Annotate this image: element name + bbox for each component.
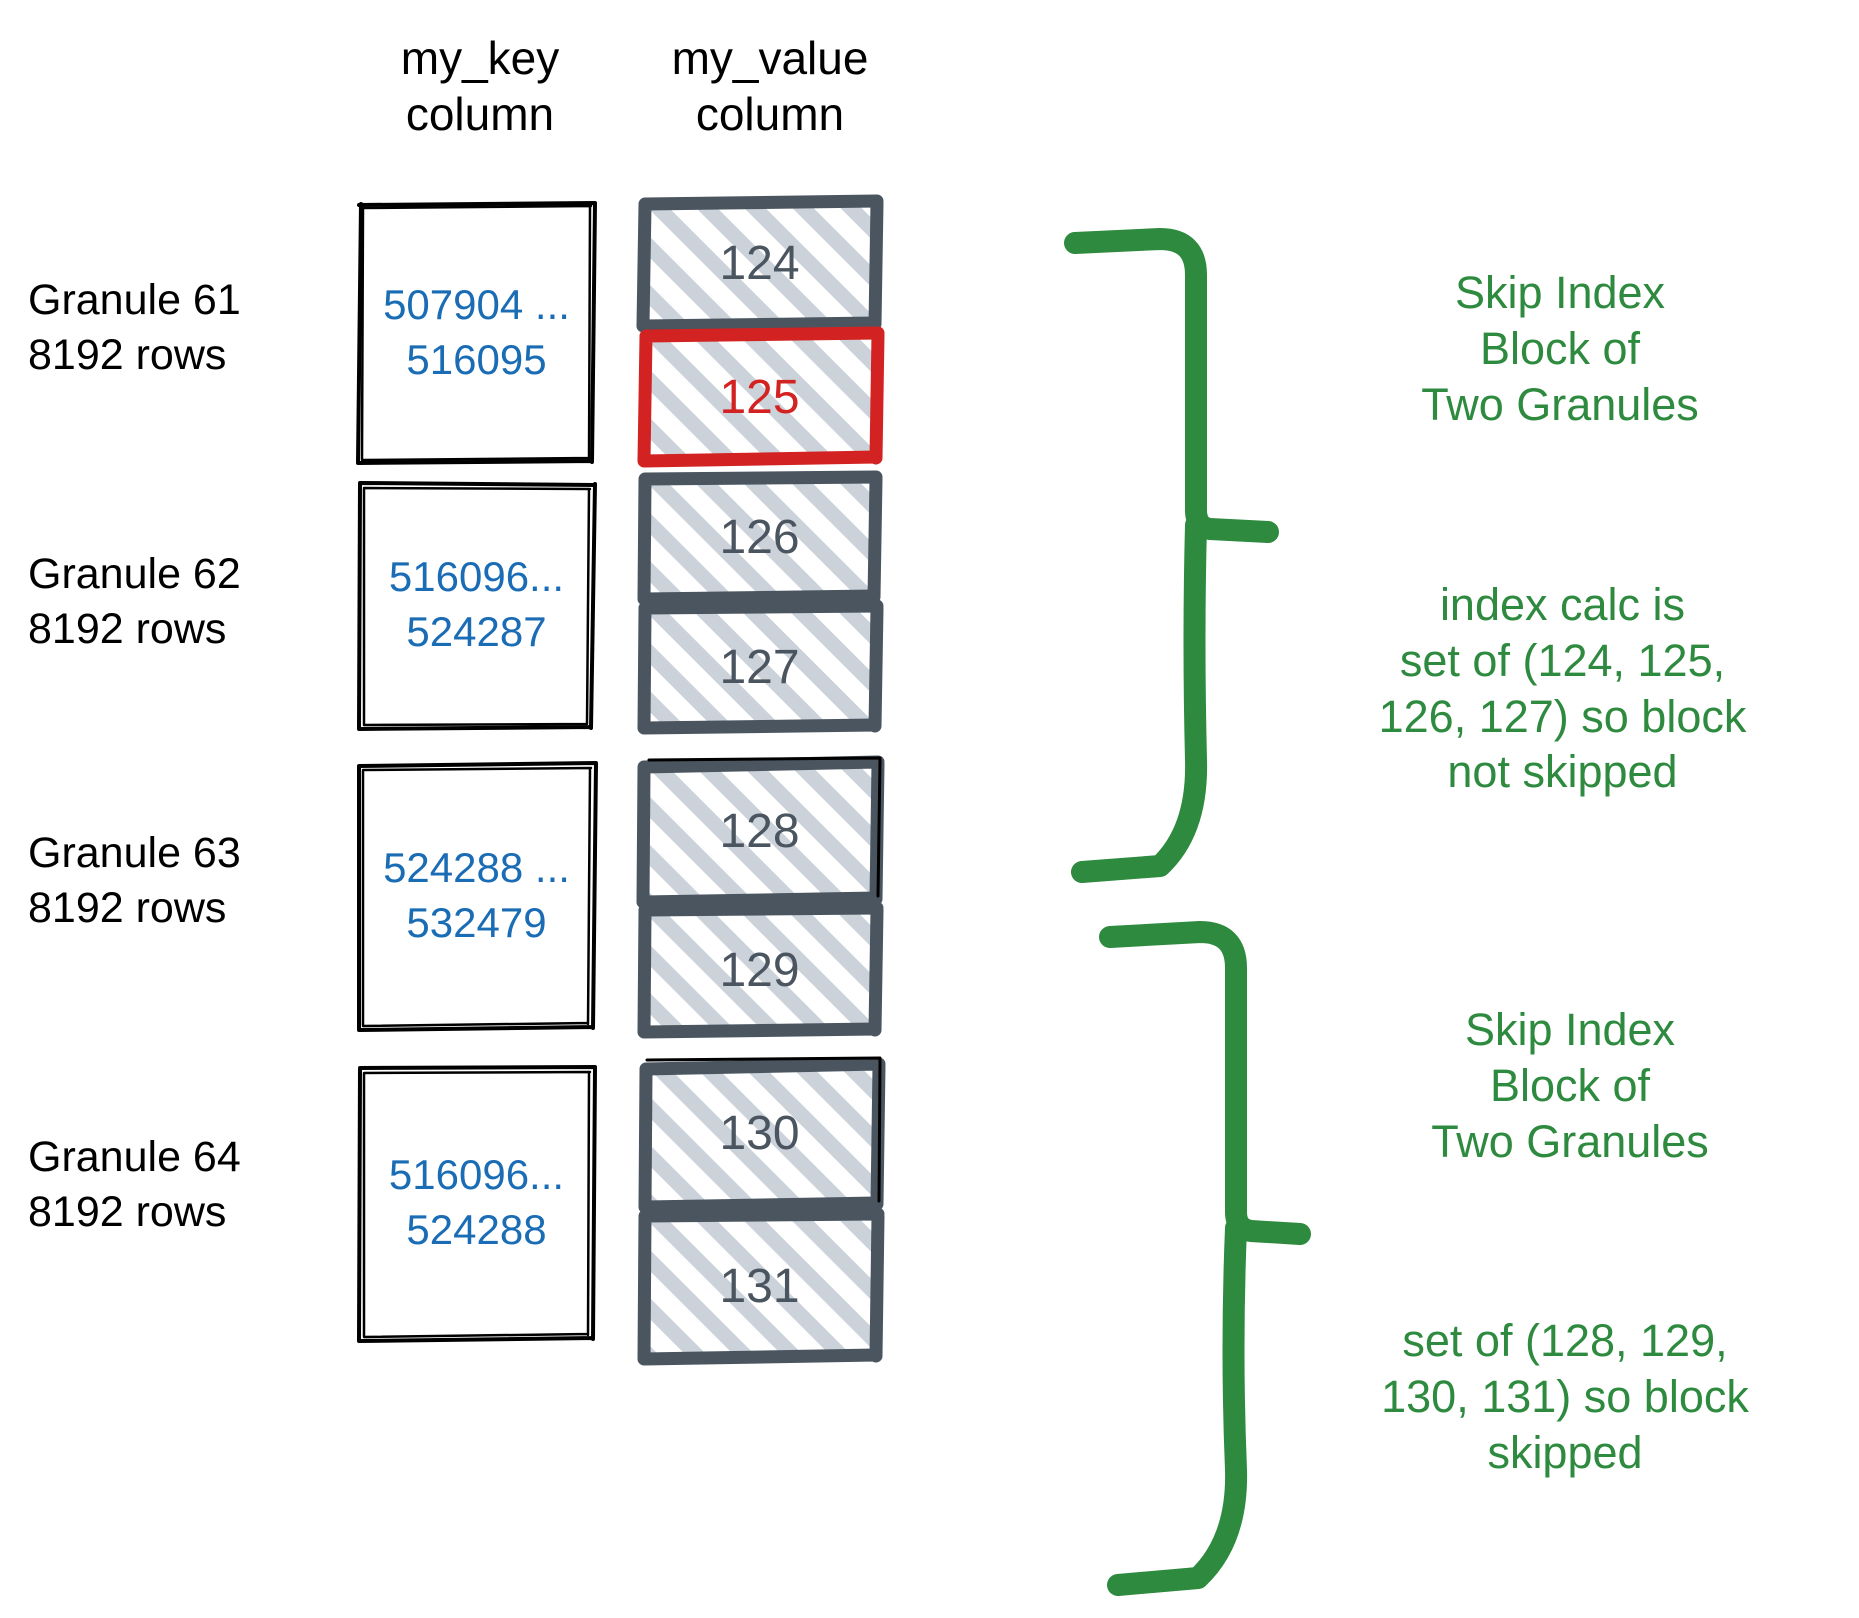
key-box-granule-61: 507904 ... 516095	[355, 200, 598, 465]
value-text: 130	[719, 1107, 800, 1160]
sketch-outline-icon	[357, 761, 598, 1032]
brace-block-1-icon	[1064, 228, 1279, 543]
granule-label-61: Granule 61 8192 rows	[28, 276, 241, 380]
brace-block-2-lower-icon	[1107, 1217, 1248, 1596]
value-text: 129	[719, 943, 800, 997]
key-box-granule-64: 516096... 524288	[355, 1063, 598, 1343]
value-cell-127: 127	[637, 599, 884, 735]
annotation-skip-index-block-1: Skip Index Block of Two Granules	[1421, 267, 1699, 430]
hatched-cell-highlighted-icon	[637, 326, 885, 468]
value-text: 131	[719, 1259, 800, 1313]
sketch-outline-icon	[356, 201, 597, 465]
hatched-cell-icon	[637, 901, 884, 1039]
brace-block-1-lower-icon	[1071, 514, 1208, 883]
annotation-index-calc-not-skipped: index calc is set of (124, 125, 126, 127…	[1378, 579, 1747, 798]
column-header-my-key: my_key column	[400, 32, 560, 141]
sketch-outline-icon	[357, 481, 597, 731]
column-header-my-value: my_value column	[671, 32, 869, 141]
hatched-cell-icon	[636, 194, 884, 333]
annotation-skip-index-block-2: Skip Index Block of Two Granules	[1431, 1004, 1709, 1167]
value-text: 125	[719, 370, 800, 424]
value-cell-124: 124	[636, 194, 884, 333]
value-cell-128: 128	[636, 755, 885, 909]
value-text: 126	[719, 511, 800, 564]
value-cell-129: 129	[637, 901, 884, 1039]
value-cell-125: 125	[637, 326, 885, 468]
hatched-cell-icon	[638, 1056, 886, 1214]
value-cell-126: 126	[637, 470, 883, 606]
hatched-cell-icon	[637, 470, 883, 606]
key-range-text: 516096... 524287	[388, 553, 565, 655]
hatched-cell-icon	[636, 755, 885, 909]
brace-block-2-icon	[1099, 921, 1311, 1245]
key-range-text: 516096... 524288	[388, 1151, 565, 1253]
hatched-cell-icon	[637, 599, 884, 735]
key-box-granule-62: 516096... 524287	[355, 479, 598, 731]
key-range-text: 524288 ... 532479	[383, 844, 570, 946]
value-cell-131: 131	[637, 1207, 885, 1366]
granule-label-62: Granule 62 8192 rows	[28, 550, 241, 654]
sketch-outline-icon	[357, 1065, 597, 1343]
key-range-text: 507904 ... 516095	[383, 280, 570, 383]
granule-label-63: Granule 63 8192 rows	[28, 829, 241, 933]
value-cell-130: 130	[637, 1056, 886, 1214]
value-text: 128	[719, 804, 800, 858]
annotation-set-skipped: set of (128, 129, 130, 131) so block ski…	[1381, 1315, 1749, 1478]
value-text: 124	[719, 236, 800, 290]
hatched-cell-icon	[637, 1207, 885, 1366]
value-text: 127	[719, 640, 800, 694]
granule-label-64: Granule 64 8192 rows	[28, 1133, 241, 1237]
key-box-granule-63: 524288 ... 532479	[355, 760, 598, 1032]
